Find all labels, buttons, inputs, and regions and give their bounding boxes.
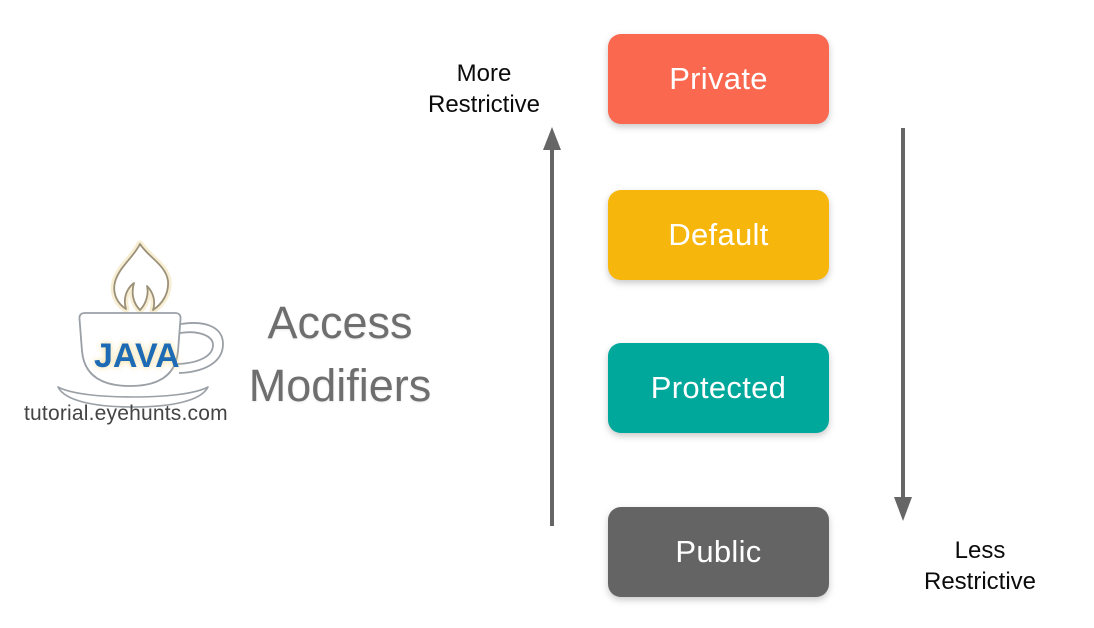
less-restrictive-line1: Less <box>954 537 1006 564</box>
page-title: Access Modifiers <box>205 291 475 417</box>
cup-body <box>78 312 182 387</box>
page-title-line2: Modifiers <box>248 360 432 411</box>
java-logo: JAVA JAVA <box>45 236 245 416</box>
less-restrictive-line2: Restrictive <box>923 568 1037 595</box>
modifier-label-public: Public <box>675 534 762 569</box>
up-arrow-line <box>550 148 554 526</box>
more-restrictive-label: More Restrictive <box>394 58 574 120</box>
less-restrictive-label: Less Restrictive <box>890 535 1070 597</box>
modifier-box-protected: Protected <box>608 343 829 433</box>
modifier-label-private: Private <box>669 61 768 96</box>
modifier-box-public: Public <box>608 507 829 597</box>
modifier-box-default: Default <box>608 190 829 280</box>
modifier-box-private: Private <box>608 34 829 124</box>
modifier-label-default: Default <box>668 217 769 252</box>
java-cup-icon: JAVA JAVA <box>57 240 224 408</box>
up-arrow-head-icon <box>543 127 561 150</box>
site-url-caption: tutorial.eyehunts.com <box>24 402 228 425</box>
down-arrow-line <box>901 128 905 498</box>
down-arrow-head-icon <box>894 497 912 521</box>
java-logo-text: JAVA <box>94 337 180 375</box>
more-restrictive-line2: Restrictive <box>427 91 541 118</box>
more-restrictive-line1: More <box>456 60 512 87</box>
modifier-label-protected: Protected <box>650 370 787 405</box>
cup-handle <box>177 322 224 374</box>
flame-icon <box>113 243 169 311</box>
page-title-line1: Access <box>267 297 413 348</box>
java-text-glow: JAVA <box>94 337 180 375</box>
cup-saucer <box>57 386 209 408</box>
